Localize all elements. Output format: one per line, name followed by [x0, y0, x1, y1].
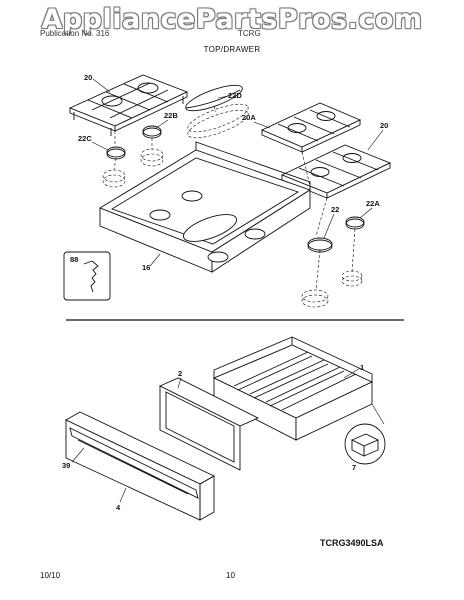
- callout-20a: 20A: [242, 113, 271, 129]
- callout-20-right: 20: [367, 121, 388, 151]
- callout-1: 1: [343, 363, 364, 379]
- svg-text:16: 16: [142, 263, 150, 272]
- watermark: AppliancePartsPros.com: [41, 4, 423, 35]
- model-code: TCRG3490LSA: [320, 538, 384, 548]
- burner-cap-22: [307, 237, 333, 253]
- clip-inset: [344, 423, 386, 465]
- callout-20-left: 20: [84, 73, 111, 93]
- grate-left: [68, 74, 189, 136]
- storage-drawer: [212, 336, 374, 441]
- callout-4: 4: [116, 487, 127, 512]
- burner-head-22c: [102, 169, 126, 188]
- drawer-panel: [158, 377, 260, 471]
- publication-number: Publication No. 316: [40, 29, 110, 38]
- callout-22: 22: [323, 205, 339, 239]
- page-number: 10: [226, 571, 235, 580]
- svg-text:1: 1: [360, 363, 364, 372]
- screw-inset: [63, 251, 111, 301]
- grate-right: [280, 144, 392, 199]
- svg-text:22: 22: [331, 205, 339, 214]
- cooktop: [98, 141, 312, 273]
- model-prefix: TCRG: [238, 29, 261, 38]
- callout-39: 39: [62, 447, 85, 470]
- drawer-handle: [69, 427, 199, 499]
- svg-text:39: 39: [62, 461, 70, 470]
- oval-burner-base: [187, 103, 249, 139]
- svg-text:20: 20: [84, 73, 92, 82]
- callout-16: 16: [142, 253, 161, 272]
- burner-cap-22c: [106, 146, 126, 160]
- svg-text:22D: 22D: [228, 91, 242, 100]
- svg-text:4: 4: [116, 503, 121, 512]
- callout-22c: 22C: [78, 134, 109, 151]
- burner-head-lower: [301, 270, 363, 308]
- section-title: TOP/DRAWER: [203, 45, 261, 54]
- burner-cap-22a: [345, 216, 365, 230]
- svg-text:2: 2: [178, 369, 182, 378]
- burner-cap-22b: [142, 125, 162, 139]
- svg-text:22C: 22C: [78, 134, 92, 143]
- svg-text:20A: 20A: [242, 113, 256, 122]
- callout-22a: 22A: [359, 199, 380, 219]
- callout-22d: 22D: [217, 91, 242, 100]
- callout-2: 2: [177, 369, 182, 389]
- callout-22b: 22B: [155, 111, 178, 129]
- burner-head-22b: [140, 148, 164, 167]
- callout-88: 88: [70, 255, 78, 264]
- footer-date: 10/10: [40, 571, 61, 580]
- svg-text:88: 88: [70, 255, 78, 264]
- svg-text:22A: 22A: [366, 199, 380, 208]
- oval-burner-cap: [185, 84, 243, 112]
- svg-text:20: 20: [380, 121, 388, 130]
- callout-7: 7: [352, 463, 356, 472]
- svg-text:22B: 22B: [164, 111, 178, 120]
- svg-text:7: 7: [352, 463, 356, 472]
